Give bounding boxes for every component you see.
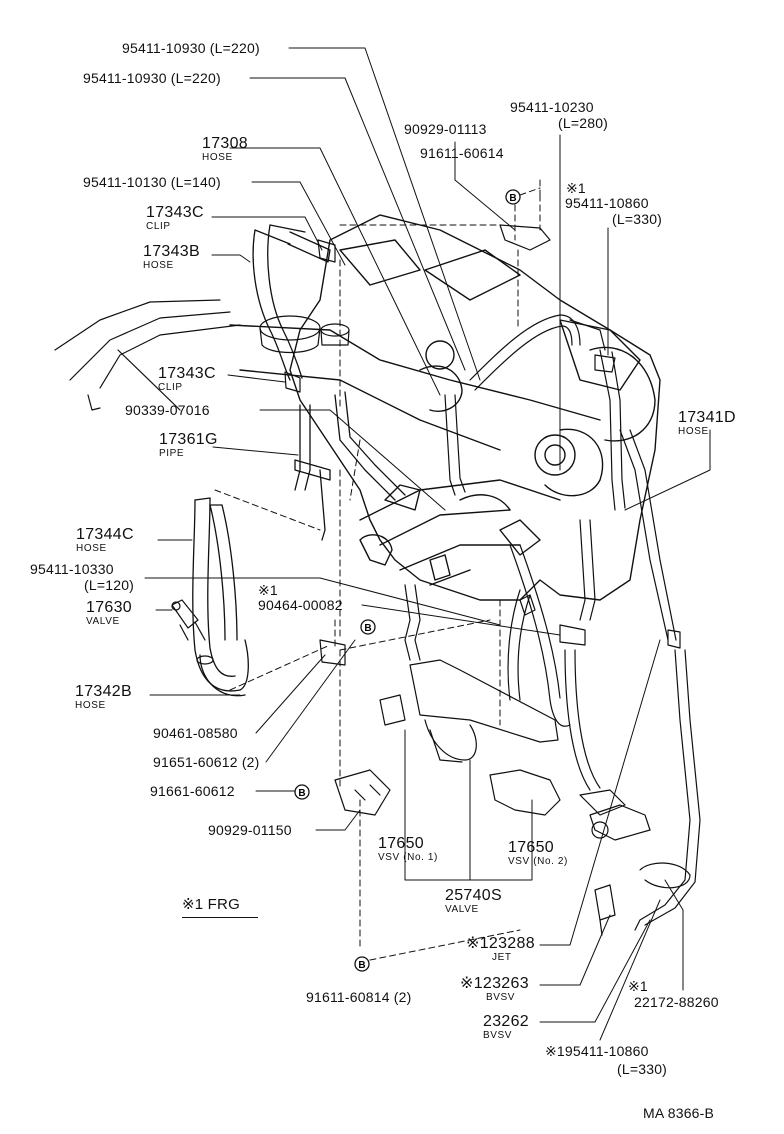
label-90929-01113: 90929-01113	[404, 121, 487, 137]
part-type-hose-17341d: HOSE	[678, 426, 709, 437]
label-95411-10930-b: 95411-10930 (L=220)	[83, 70, 221, 86]
part-type-valve-17630: VALVE	[86, 616, 120, 627]
label-17342b: 17342B HOSE	[75, 684, 132, 711]
label-91661-60612: 91661-60612	[150, 783, 235, 799]
label-90464-00082: 90464-00082	[258, 597, 343, 613]
part-number-123263: ※123263	[460, 975, 529, 992]
label-95411-10330-length: (L=120)	[84, 577, 135, 593]
label-17343b: 17343B HOSE	[143, 244, 200, 271]
label-25740s: 25740S VALVE	[445, 888, 502, 915]
label-95411-10860-a-length: (L=330)	[612, 211, 663, 227]
part-number-17343c-mid: 17343C	[158, 365, 216, 382]
part-type-hose-17342b: HOSE	[75, 700, 106, 711]
badge-b-2-text: B	[364, 623, 371, 634]
label-star-1-c: ※1	[628, 978, 648, 994]
part-number-123288: ※123288	[466, 935, 535, 952]
part-number-25740s: 25740S	[445, 887, 502, 904]
label-star-1-a: ※1	[566, 180, 586, 196]
label-17361g: 17361G PIPE	[159, 432, 218, 459]
badge-b-4-text: B	[358, 960, 365, 971]
label-17343c-top: 17343C CLIP	[146, 205, 204, 232]
body-outline	[54, 299, 241, 411]
frg-note-underline	[182, 917, 258, 918]
label-95411-10860-b: ※195411-10860	[545, 1043, 649, 1059]
label-17341d: 17341D HOSE	[678, 410, 736, 437]
label-95411-10860-b-length: (L=330)	[617, 1061, 668, 1077]
label-90339-07016: 90339-07016	[125, 402, 210, 418]
part-type-clip-mid: CLIP	[158, 382, 183, 393]
part-type-vsv-no1: VSV (No. 1)	[378, 852, 438, 863]
label-23262: 23262 BVSV	[483, 1014, 529, 1041]
filler-cap	[259, 315, 350, 354]
badge-b-2	[360, 619, 376, 635]
part-type-bvsv-123263: BVSV	[486, 992, 516, 1003]
part-number-17630: 17630	[86, 599, 132, 616]
diagram-code: MA 8366-B	[643, 1105, 715, 1121]
leader-lines	[144, 47, 711, 1041]
part-type-vsv-no2: VSV (No. 2)	[508, 856, 568, 867]
part-number-17343c-top: 17343C	[146, 204, 204, 221]
hose-17342b	[196, 654, 246, 697]
part-type-clip-top: CLIP	[146, 221, 171, 232]
part-type-bvsv-23262: BVSV	[483, 1030, 513, 1041]
label-17308: 17308 HOSE	[202, 136, 248, 163]
part-number-17650-no1: 17650	[378, 835, 424, 852]
label-17343c-mid: 17343C CLIP	[158, 366, 216, 393]
clips	[284, 224, 681, 666]
label-17344c: 17344C HOSE	[76, 527, 134, 554]
part-type-hose-17344c: HOSE	[76, 543, 107, 554]
part-number-17344c: 17344C	[76, 526, 134, 543]
pipe-17361g	[294, 391, 406, 541]
badge-b-1	[505, 189, 521, 205]
valve-17630	[171, 599, 206, 641]
label-95411-10860-a: 95411-10860	[565, 195, 649, 211]
frg-note-text: ※1 FRG	[182, 896, 240, 913]
label-frg-note: ※1 FRG	[182, 896, 258, 918]
label-123288: ※123288 JET	[466, 936, 535, 963]
label-91611-60814: 91611-60814 (2)	[306, 989, 412, 1005]
part-type-valve-25740s: VALVE	[445, 904, 479, 915]
label-95411-10930-a: 95411-10930 (L=220)	[122, 40, 260, 56]
part-number-17343b: 17343B	[143, 243, 200, 260]
part-number-17361g: 17361G	[159, 431, 218, 448]
part-type-pipe: PIPE	[159, 448, 185, 459]
hose-17343b	[252, 224, 331, 381]
label-95411-10230-length: (L=280)	[558, 115, 609, 131]
label-90461-08580: 90461-08580	[153, 725, 238, 741]
label-22172-88260: 22172-88260	[634, 994, 719, 1010]
bvsv-parts	[579, 789, 691, 936]
dashed-lines	[214, 179, 541, 961]
part-number-17308: 17308	[202, 135, 248, 152]
label-123263: ※123263 BVSV	[460, 976, 529, 1003]
badge-b-4	[354, 956, 370, 972]
label-91611-60614: 91611-60614	[420, 145, 504, 161]
part-number-17650-no2: 17650	[508, 839, 554, 856]
part-number-23262: 23262	[483, 1013, 529, 1030]
label-95411-10230: 95411-10230	[510, 99, 594, 115]
label-17650-no2: 17650 VSV (No. 2)	[508, 840, 568, 867]
hose-17344c	[192, 497, 249, 692]
badge-b-3	[294, 784, 310, 800]
part-type-hose-17343b: HOSE	[143, 260, 174, 271]
engine-block	[229, 214, 661, 601]
label-91651-60612: 91651-60612 (2)	[153, 754, 260, 770]
label-90929-01150: 90929-01150	[208, 822, 292, 838]
badge-b-1-text: B	[509, 193, 516, 204]
part-number-17342b: 17342B	[75, 683, 132, 700]
part-number-17341d: 17341D	[678, 409, 736, 426]
label-17630: 17630 VALVE	[86, 600, 132, 627]
vsv-assembly	[334, 659, 561, 816]
part-type-jet: JET	[492, 952, 512, 963]
badge-b-3-text: B	[298, 788, 305, 799]
label-star-1-b: ※1	[258, 582, 278, 598]
label-95411-10130: 95411-10130 (L=140)	[83, 174, 221, 190]
label-95411-10330: 95411-10330	[30, 561, 114, 577]
part-type-hose: HOSE	[202, 152, 233, 163]
label-17650-no1: 17650 VSV (No. 1)	[378, 836, 438, 863]
vacuum-hoses	[404, 314, 701, 931]
